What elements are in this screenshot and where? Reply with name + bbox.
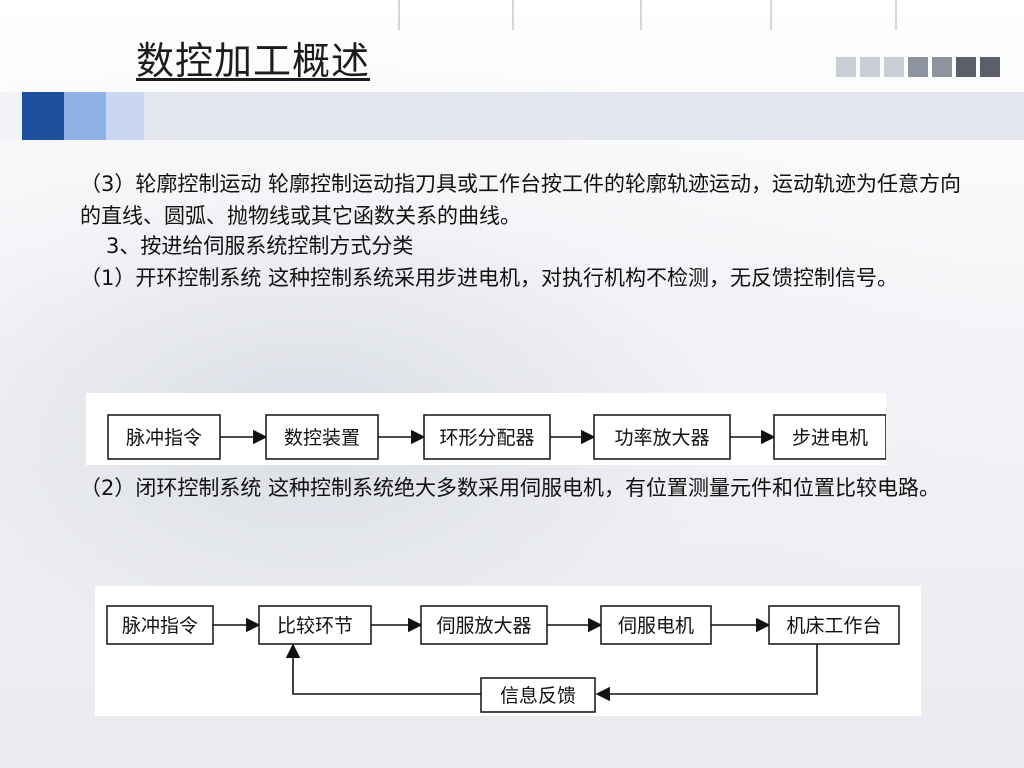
svg-text:信息反馈: 信息反馈 [500, 685, 576, 707]
d2-box-3: 伺服放大器 [420, 605, 548, 645]
feedback-arrow-out [285, 643, 481, 695]
d1-box-1: 脉冲指令 [107, 414, 221, 460]
corner-squares [836, 57, 1000, 77]
svg-text:机床工作台: 机床工作台 [786, 615, 881, 637]
feedback-arrow-in [595, 644, 818, 702]
d2-box-4: 伺服电机 [600, 605, 712, 645]
header-band [0, 92, 1024, 140]
closed-loop-diagram: 脉冲指令 比较环节 伺服放大器 伺服电机 机床工作台 信息反馈 [95, 586, 921, 716]
d2-box-5: 机床工作台 [768, 605, 900, 645]
d1-box-3: 环形分配器 [423, 414, 551, 460]
section-heading: 3、按进给伺服系统控制方式分类 [106, 234, 414, 258]
paragraph-open-loop: （1）开环控制系统 这种控制系统采用步进电机，对执行机构不检测，无反馈控制信号。 [80, 266, 899, 290]
d1-box-5: 步进电机 [773, 414, 887, 460]
d2-box-2: 比较环节 [258, 605, 372, 645]
paragraph-closed-loop: （2）闭环控制系统 这种控制系统绝大多数采用伺服电机，有位置测量元件和位置比较电… [80, 476, 941, 500]
svg-text:伺服电机: 伺服电机 [618, 615, 694, 637]
svg-text:功率放大器: 功率放大器 [614, 427, 709, 449]
svg-text:数控装置: 数控装置 [284, 427, 360, 449]
svg-text:环形分配器: 环形分配器 [439, 427, 534, 449]
open-loop-diagram: 脉冲指令 数控装置 环形分配器 功率放大器 步进电机 [86, 393, 887, 465]
svg-text:伺服放大器: 伺服放大器 [436, 615, 531, 637]
top-decoration [0, 0, 1024, 60]
d1-box-2: 数控装置 [265, 414, 379, 460]
d1-box-4: 功率放大器 [593, 414, 731, 460]
feedback-box: 信息反馈 [480, 677, 596, 713]
svg-text:比较环节: 比较环节 [277, 615, 353, 637]
svg-text:脉冲指令: 脉冲指令 [126, 427, 202, 449]
svg-text:脉冲指令: 脉冲指令 [122, 615, 198, 637]
paragraph-contour-control: （3）轮廓控制运动 轮廓控制运动指刀具或工作台按工件的轮廓轨迹运动，运动轨迹为任… [80, 172, 962, 228]
slide-title: 数控加工概述 [136, 39, 371, 83]
d2-box-1: 脉冲指令 [106, 605, 214, 645]
svg-text:步进电机: 步进电机 [792, 427, 868, 449]
